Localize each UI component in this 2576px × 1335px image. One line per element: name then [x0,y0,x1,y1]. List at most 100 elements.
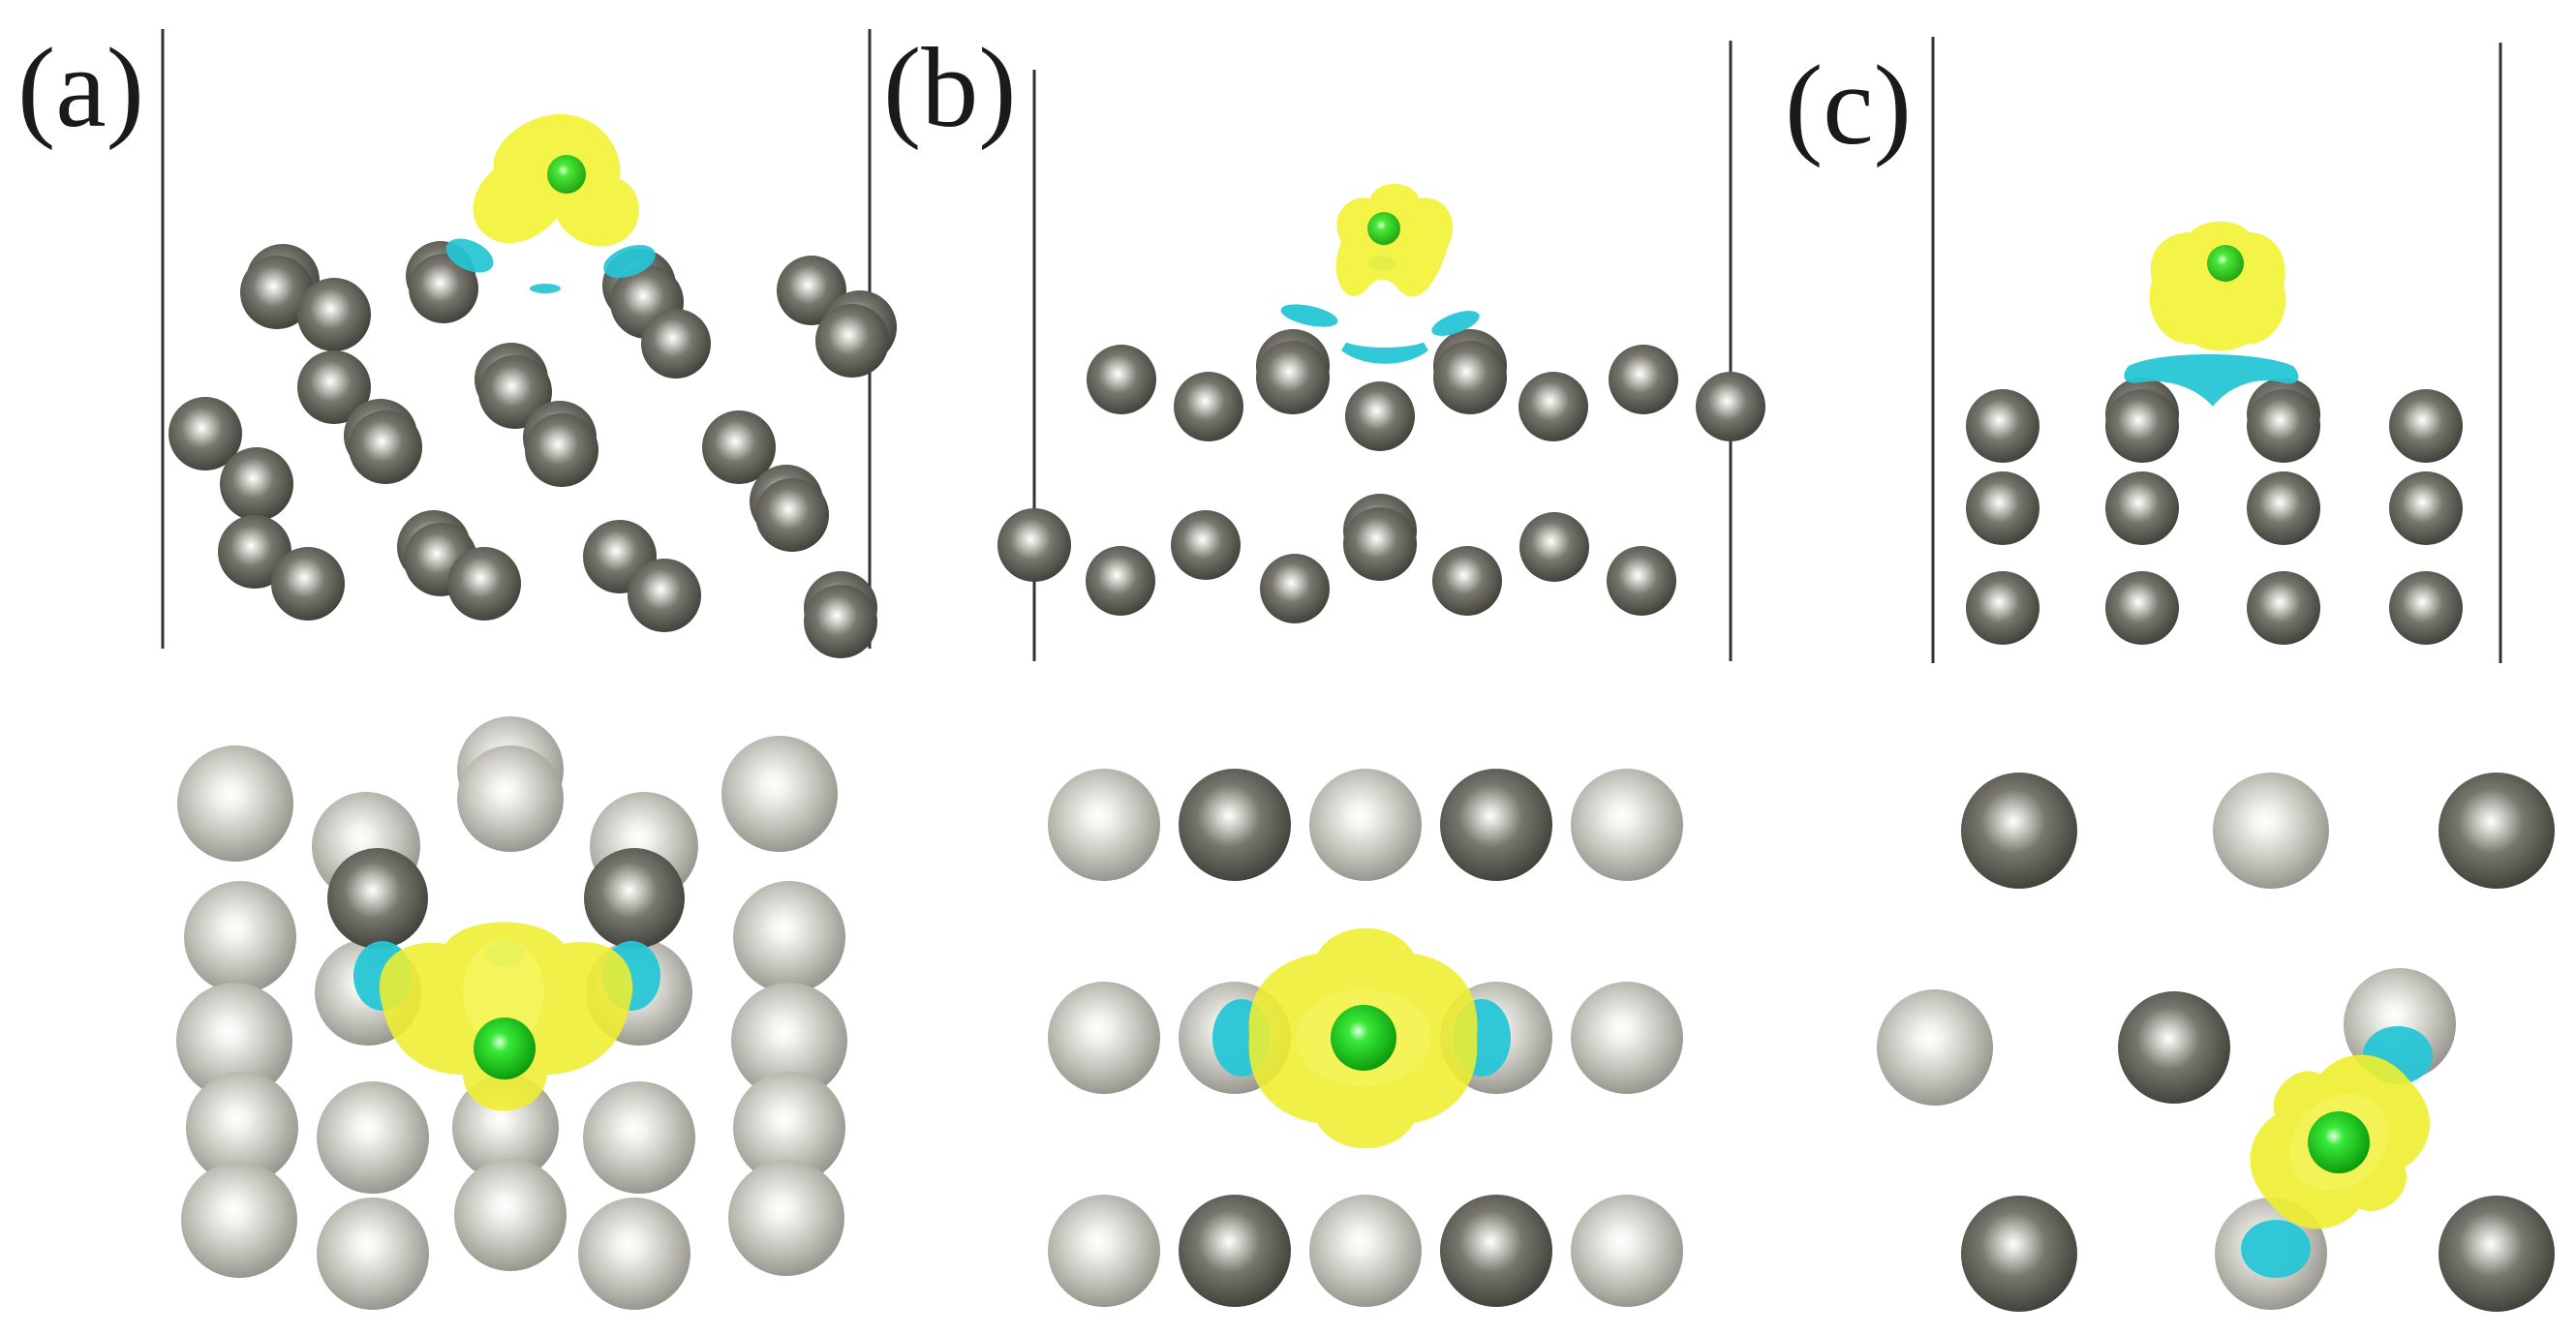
b-side-metal-atom-14 [1260,554,1330,623]
a-side-metal-atom-15 [169,397,242,470]
a-side-metal-atom-30 [628,559,701,632]
a-top-metal-atom-16 [583,1081,695,1194]
a-top-metal-atom-4 [721,736,838,852]
metal-atoms-a-top [176,716,847,1310]
b-side-metal-atom-4 [1256,341,1330,414]
a-side-metal-atom-32 [804,585,877,658]
b-top-metal-atom-5 [1571,769,1683,881]
b-side-metal-atom-11 [997,508,1071,582]
b-side-metal-atom-10 [1696,372,1765,441]
metal-atoms-a-side [169,241,897,658]
a-side-metal-atom-2 [240,256,314,329]
a-top-metal-atom-19 [454,1159,567,1271]
adsorbate-atom-b-side [1367,212,1400,245]
a-top-metal-atom-7 [184,881,296,993]
panel-b-side-view [997,184,1765,623]
c-side-metal-atom-5 [2247,389,2320,463]
panel-label-a: (a) [17,24,144,151]
panel-label-c: (c) [1785,42,1912,168]
c-side-metal-atom-11 [1966,571,2039,645]
panel-a-top-view [176,716,847,1310]
b-side-metal-atom-2 [1174,372,1243,441]
cell-boundaries [161,29,2502,663]
a-side-metal-atom-5 [409,254,478,323]
c-top-metal-atom-1 [1961,773,2077,889]
a-top-metal-atom-20 [728,1160,844,1276]
c-top-metal-atom-2 [2213,773,2329,889]
metal-atoms-b-side [997,329,1765,623]
b-side-metal-atom-9 [1609,345,1678,414]
b-side-metal-atom-12 [1086,546,1155,616]
c-top-metal-atom-9 [2438,1196,2555,1312]
c-side-metal-atom-7 [1966,471,2039,545]
a-side-metal-atom-28 [447,547,521,621]
b-top-metal-atom-2 [1179,769,1291,881]
a-top-metal-atom-24 [584,848,685,949]
b-side-metal-atom-8 [1518,372,1588,441]
a-side-metal-atom-21 [702,410,776,484]
b-top-metal-atom-6 [1048,982,1160,1094]
adsorbate-atom-a-top [474,1017,536,1079]
a-top-metal-atom-14 [317,1081,429,1194]
c-side-metal-atom-10 [2389,471,2463,545]
b-top-metal-atom-1 [1048,769,1160,881]
c-top-metal-atom-4 [1877,989,1993,1106]
b-side-metal-atom-13 [1171,510,1241,580]
b-side-metal-atom-19 [1607,546,1676,616]
adsorbate-atom-c-top [2308,1111,2370,1173]
a-side-metal-atom-18 [478,355,552,429]
b-side-metal-atom-16 [1343,507,1417,581]
c-top-metal-atom-5 [2118,991,2230,1104]
a-side-metal-atom-8 [641,309,711,379]
b-top-metal-atom-10 [1048,1195,1160,1307]
accumulation-isosurface-c-side [2149,221,2286,351]
b-top-metal-atom-3 [1309,769,1422,881]
b-side-metal-atom-7 [1433,341,1507,414]
a-side-metal-atom-12 [297,350,371,424]
a-top-metal-atom-13 [186,1072,298,1184]
c-top-metal-atom-7 [1961,1196,2077,1312]
depletion-isosurface-c-side [2124,354,2299,407]
panel-a-side-view [169,113,897,658]
panel-label-b: (b) [883,24,1017,151]
a-top-metal-atom-12 [731,983,847,1099]
c-side-metal-atom-12 [2105,571,2179,645]
a-top-metal-atom-17 [733,1072,845,1184]
a-top-metal-atom-23 [327,848,428,949]
a-side-metal-atom-20 [525,413,598,487]
b-side-metal-atom-1 [1087,345,1156,414]
c-side-metal-atom-3 [2105,389,2179,463]
c-side-metal-atom-1 [1966,389,2039,463]
a-top-metal-atom-1 [177,745,293,862]
a-side-metal-atom-25 [271,547,345,621]
b-top-metal-atom-11 [1179,1195,1291,1307]
panel-b-top-view [1048,769,1683,1307]
b-top-metal-atom-12 [1309,1195,1422,1307]
a-top-metal-atom-8 [733,881,845,993]
a-side-metal-atom-23 [755,478,829,552]
b-top-metal-atom-14 [1571,1195,1683,1307]
accumulation-lobe-highlight-a [463,939,544,1046]
a-top-metal-atom-3 [457,745,564,852]
metal-atoms-c-side [1966,378,2463,645]
b-side-metal-atom-5 [1345,381,1415,451]
b-side-metal-atom-18 [1519,512,1589,582]
adsorbate-atom-c-side [2207,245,2244,282]
c-top-metal-atom-3 [2438,773,2555,889]
a-side-metal-atom-14 [349,410,422,484]
c-side-metal-atom-13 [2247,571,2320,645]
c-side-metal-atom-6 [2389,389,2463,463]
c-side-metal-atom-14 [2389,571,2463,645]
a-side-metal-atom-24 [218,515,291,589]
c-side-metal-atom-9 [2247,471,2320,545]
panel-c-top-view [1877,773,2555,1312]
metal-atoms-c-top [1877,773,2555,1312]
c-side-metal-atom-8 [2105,471,2179,545]
adsorbate-atom-a-side [547,155,586,194]
a-side-metal-atom-11 [815,304,889,378]
b-top-metal-atom-9 [1571,982,1683,1094]
a-top-metal-atom-18 [181,1162,297,1278]
a-side-metal-atom-16 [220,447,293,521]
a-side-metal-atom-3 [297,278,371,351]
